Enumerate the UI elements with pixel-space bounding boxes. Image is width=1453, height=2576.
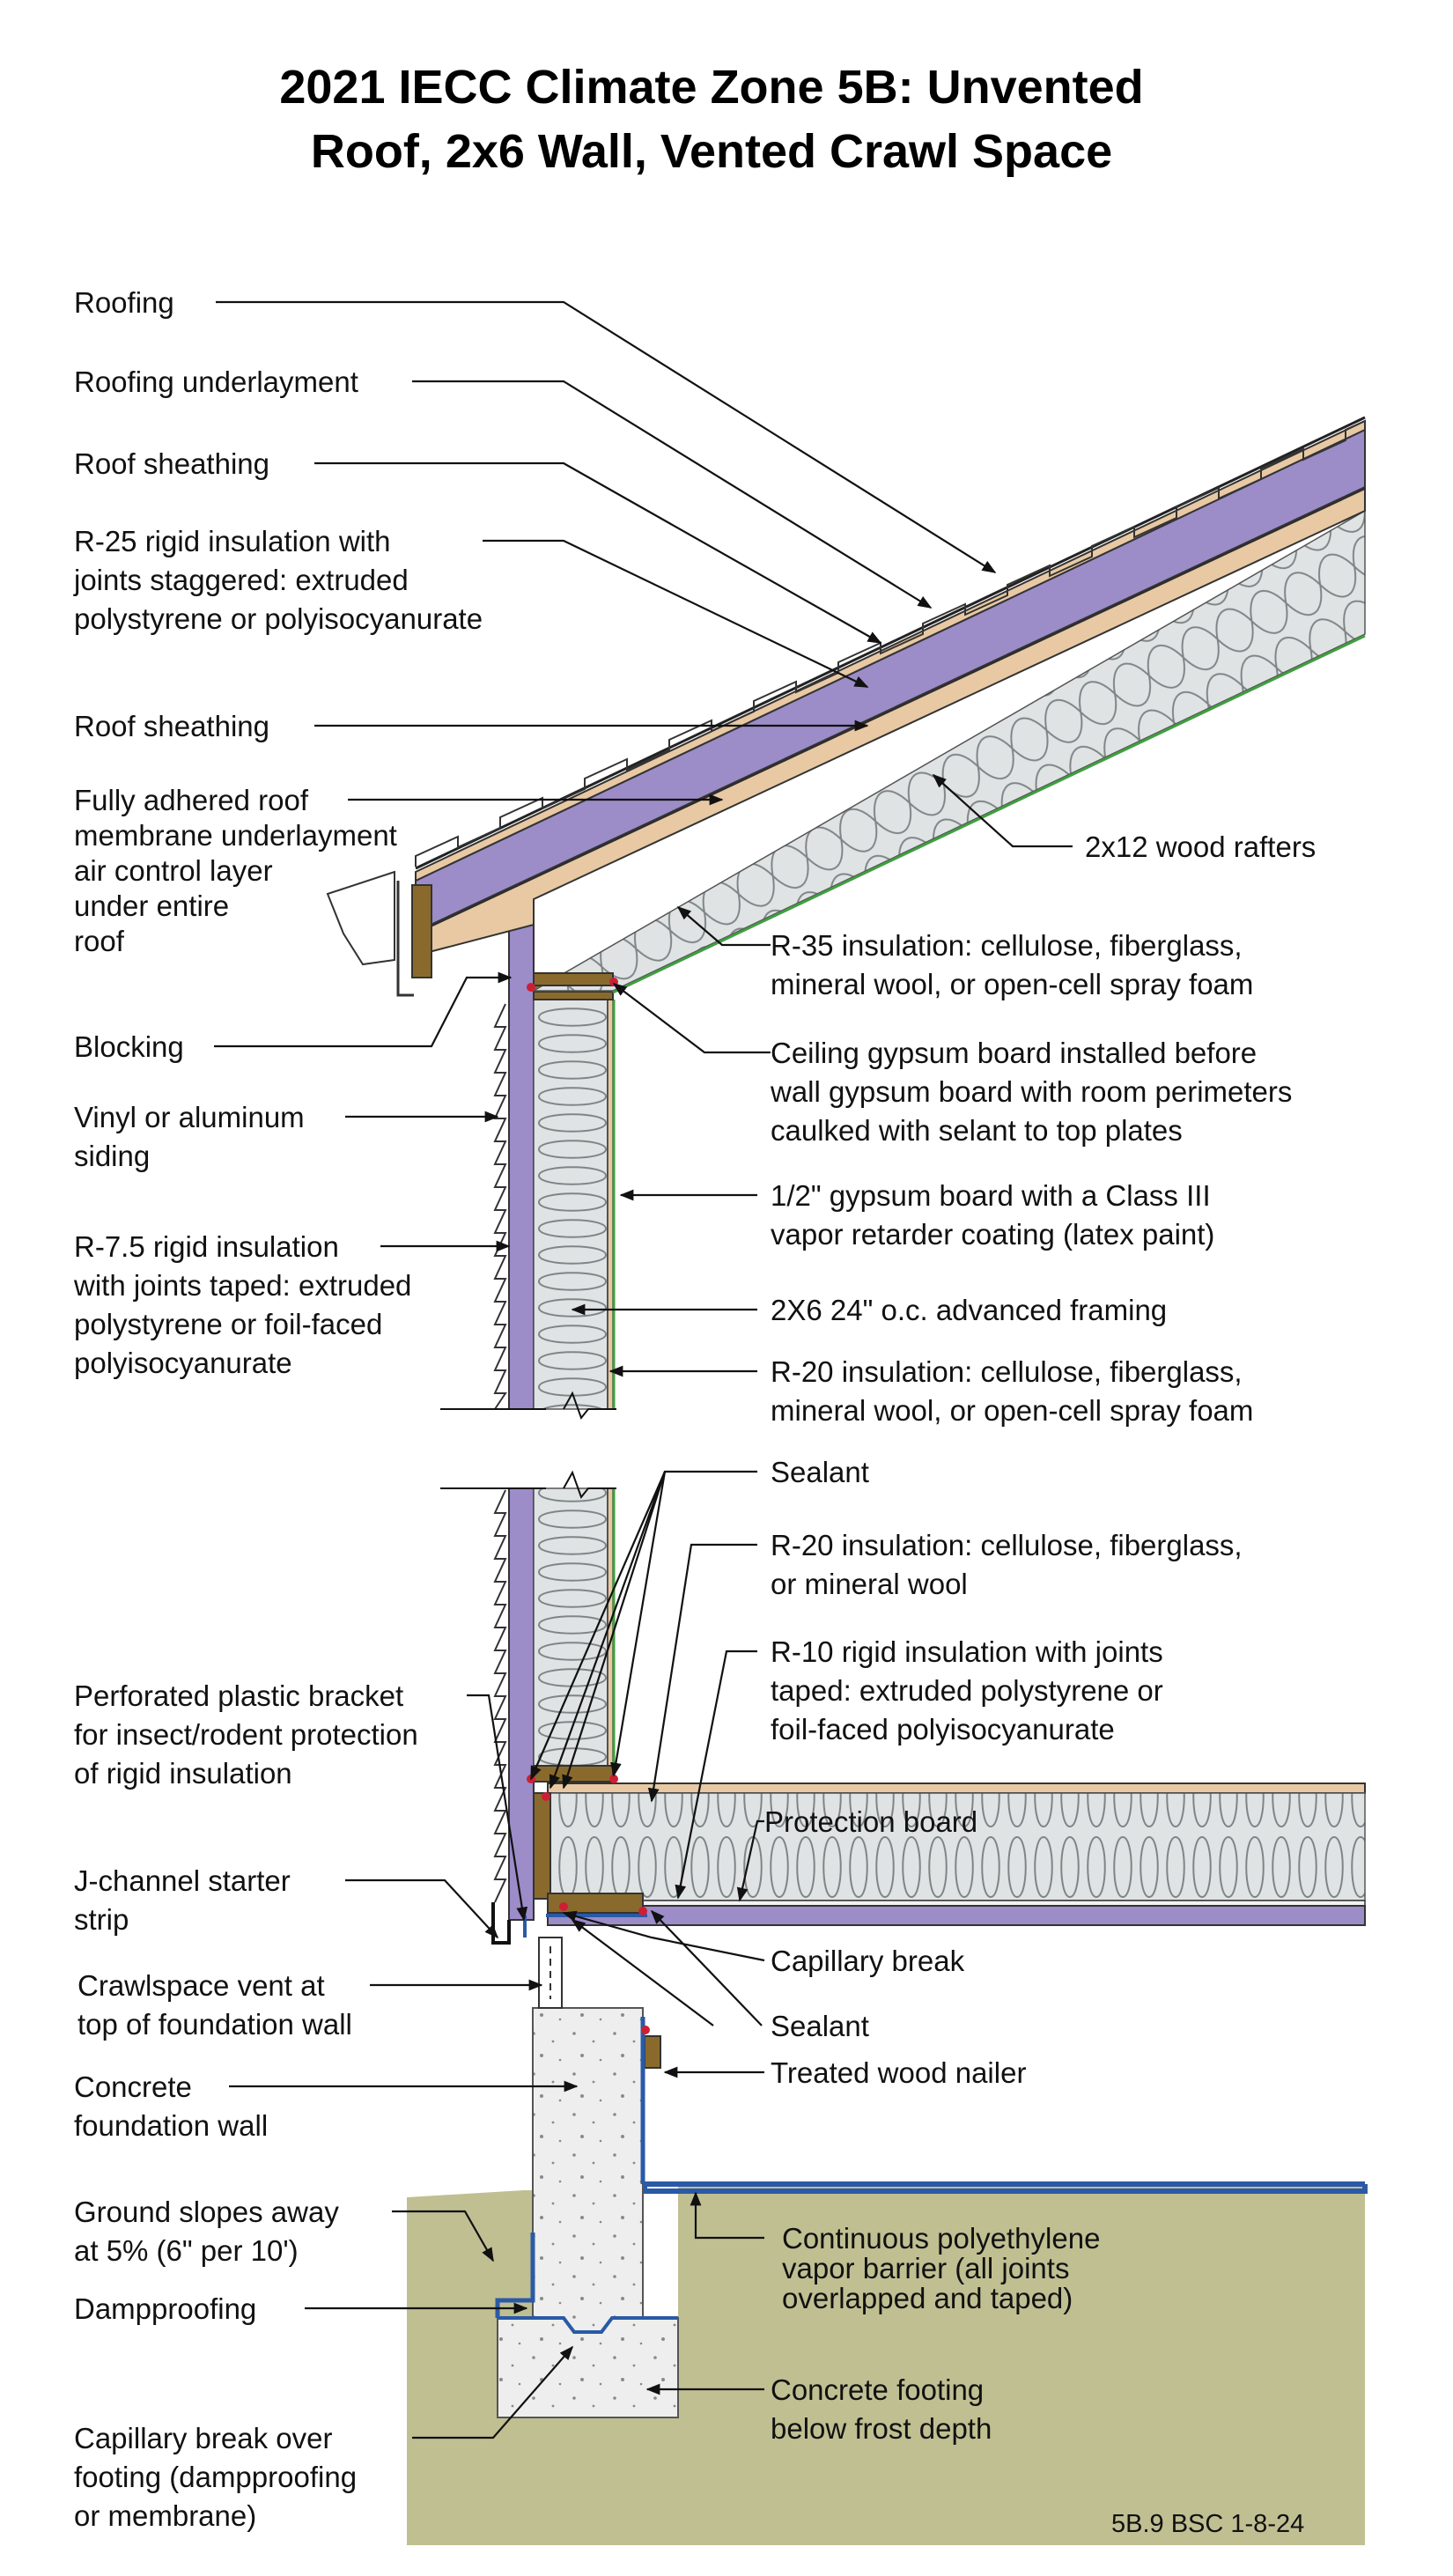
lower-roof-sheathing: [415, 487, 1366, 957]
sealant-dots: [527, 978, 650, 2034]
label-j-channel: J-channel starter strip: [74, 1864, 299, 1936]
label-sealant-bottom: Sealant: [771, 2010, 869, 2042]
roof-air-barrier: [612, 634, 1366, 994]
floor-rigid-insulation: [547, 1905, 1366, 1926]
floor-insulation: [547, 1792, 1366, 1901]
label-poly-vapor-barrier: Continuous polyethylene vapor barrier (a…: [782, 2222, 1109, 2314]
label-dampproofing: Dampproofing: [74, 2292, 256, 2325]
label-capillary-break: Capillary break: [771, 1945, 965, 1977]
leader-lines: [214, 300, 1073, 2439]
wall-cavity-insulation: [533, 999, 608, 1410]
soil: [407, 2184, 1365, 2545]
ground-and-foundation: [407, 1937, 1368, 2545]
soffit-trim: [396, 881, 414, 997]
gutter: [326, 870, 395, 966]
label-protection-board: Protection board: [764, 1805, 977, 1838]
roof-assembly: [326, 416, 1366, 997]
wall-to-roof-blocking: [533, 972, 614, 986]
label-roof-sheathing-top: Roof sheathing: [74, 447, 269, 480]
label-r20-floor-insulation: R-20 insulation: cellulose, fiberglass, …: [771, 1529, 1250, 1600]
label-r25-rigid-insulation: R-25 rigid insulation with joints stagge…: [73, 525, 483, 635]
label-footing-capillary-break: Capillary break over footing (dampproofi…: [74, 2422, 365, 2532]
j-channel: [491, 1902, 511, 1945]
lower-wall-rigid-insulation: [508, 1487, 535, 1921]
crawlspace-vapor-barrier: [642, 2184, 1368, 2194]
label-plastic-bracket: Perforated plastic bracket for insect/ro…: [74, 1679, 426, 1790]
mud-sill: [547, 1893, 644, 1914]
title-line-1: 2021 IECC Climate Zone 5B: Unvented: [279, 61, 1143, 114]
fascia-blocking: [411, 884, 432, 978]
label-ceiling-gypsum: Ceiling gypsum board installed before wa…: [770, 1037, 1301, 1147]
label-rafters: 2x12 wood rafters: [1085, 830, 1316, 863]
label-framing: 2X6 24" o.c. advanced framing: [771, 1294, 1167, 1326]
label-roof-sheathing-lower: Roof sheathing: [74, 710, 269, 742]
label-blocking: Blocking: [74, 1030, 184, 1063]
lower-wall-cavity-insulation: [533, 1487, 608, 1780]
label-ground-slope: Ground slopes away at 5% (6" per 10'): [74, 2196, 347, 2267]
lower-siding: [493, 1489, 507, 1903]
label-treated-wood-nailer: Treated wood nailer: [771, 2056, 1026, 2089]
label-r20-wall-insulation: R-20 insulation: cellulose, fiberglass, …: [771, 1355, 1253, 1427]
label-r75-rigid-insulation: R-7.5 rigid insulation with joints taped…: [73, 1230, 420, 1379]
label-foundation-wall: Concrete foundation wall: [74, 2070, 268, 2142]
wall-rigid-insulation: [508, 915, 535, 1410]
label-roofing: Roofing: [74, 286, 174, 319]
label-wall-gypsum: 1/2" gypsum board with a Class III vapor…: [771, 1179, 1219, 1251]
floor-system: [532, 1783, 1366, 1926]
wall-gypsum-board: [607, 999, 614, 1410]
label-concrete-footing: Concrete footing below frost depth: [771, 2373, 992, 2445]
subfloor: [547, 1783, 1366, 1794]
label-r10-rigid-insulation: R-10 rigid insulation with joints taped:…: [771, 1635, 1171, 1746]
roof-insulation-cavity: [531, 509, 1366, 992]
label-roofing-underlayment: Roofing underlayment: [74, 365, 358, 398]
label-sealant-top: Sealant: [771, 1456, 869, 1488]
treated-wood-nailer: [644, 2035, 661, 2069]
upper-siding: [493, 1003, 507, 1410]
title-line-2: Roof, 2x6 Wall, Vented Crawl Space: [311, 125, 1112, 178]
upper-roof-sheathing: [415, 419, 1366, 882]
footing-capillary-break: [498, 2316, 678, 2334]
concrete-foundation-wall: [532, 2007, 644, 2335]
bottom-plate: [533, 1765, 614, 1783]
labels: Roofing Roofing underlayment Roof sheath…: [73, 286, 1316, 2538]
label-roof-membrane: Fully adhered roof membrane underlayment…: [74, 784, 405, 957]
upper-wall: [440, 915, 616, 1421]
roofing-shingles: [415, 420, 1366, 867]
reference-code: 5B.9 BSC 1-8-24: [1111, 2510, 1304, 2538]
label-siding: Vinyl or aluminum siding: [74, 1101, 313, 1172]
top-plate-lower: [533, 991, 614, 1000]
label-crawlspace-vent: Crawlspace vent at top of foundation wal…: [77, 1969, 352, 2041]
rim-board: [532, 1792, 551, 1900]
label-r35-insulation: R-35 insulation: cellulose, fiberglass, …: [771, 929, 1253, 1000]
